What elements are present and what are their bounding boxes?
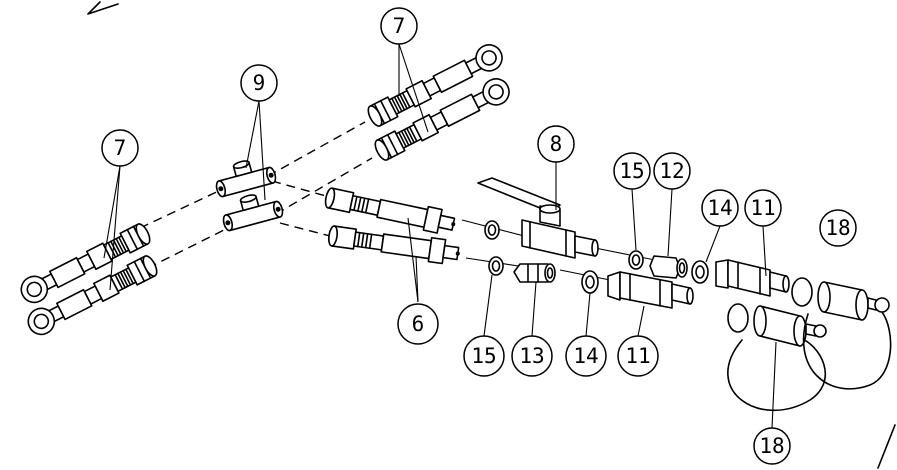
callout-15-bottom: 15 <box>463 335 505 377</box>
coupling-11-bottom <box>607 271 694 309</box>
callout-15-top-label: 15 <box>619 159 644 183</box>
callout-14-bottom: 14 <box>565 335 607 377</box>
callout-11-bottom-label: 11 <box>625 344 650 368</box>
callout-7-left: 7 <box>101 129 139 167</box>
coupling-11-right <box>715 259 790 297</box>
callout-12-label: 12 <box>659 159 684 183</box>
callout-7-top: 7 <box>380 7 418 45</box>
hose-assembly-7-upper <box>367 44 510 161</box>
hoses-6 <box>324 187 460 265</box>
callout-8-label: 8 <box>550 132 563 156</box>
callout-11-right-label: 11 <box>750 196 775 220</box>
callout-7-top-label: 7 <box>393 14 406 38</box>
callout-18-top: 18 <box>819 209 857 247</box>
callout-11-right: 11 <box>744 189 782 227</box>
callout-13: 13 <box>511 335 553 377</box>
callout-13-label: 13 <box>519 344 544 368</box>
callout-9-label: 9 <box>253 71 266 95</box>
leader-lines <box>103 43 777 429</box>
callout-8: 8 <box>537 125 575 163</box>
adapter-13 <box>513 263 556 283</box>
callout-12: 12 <box>653 152 691 190</box>
callout-18-bottom-label: 18 <box>759 434 784 458</box>
callout-18-bottom: 18 <box>753 427 791 465</box>
top-left-corner-fragment <box>87 1 119 15</box>
tee-fittings-9 <box>215 160 284 232</box>
nipple-12 <box>649 255 688 279</box>
callout-14-right-label: 14 <box>707 196 732 220</box>
hose-assembly-7-lower <box>20 223 158 336</box>
o-rings-15-left <box>484 220 504 276</box>
callout-14-bottom-label: 14 <box>573 344 598 368</box>
callout-9: 9 <box>240 64 278 102</box>
ball-valve-8 <box>477 177 599 259</box>
callout-18-top-label: 18 <box>825 216 850 240</box>
callout-15-bottom-label: 15 <box>471 344 496 368</box>
callout-14-right: 14 <box>701 189 739 227</box>
dust-cap-18-lower <box>727 303 827 412</box>
callout-7-left-label: 7 <box>114 136 127 160</box>
callout-15-top: 15 <box>613 152 651 190</box>
o-ring-15-right <box>628 250 644 270</box>
dust-cap-18-upper <box>791 277 892 390</box>
callout-6-label: 6 <box>412 312 425 336</box>
bottom-right-corner-fragment <box>877 424 896 469</box>
callout-6: 6 <box>397 303 439 345</box>
sealing-ring-14-right <box>691 260 709 284</box>
sealing-ring-14-bottom <box>581 270 599 294</box>
callout-11-bottom: 11 <box>617 335 659 377</box>
